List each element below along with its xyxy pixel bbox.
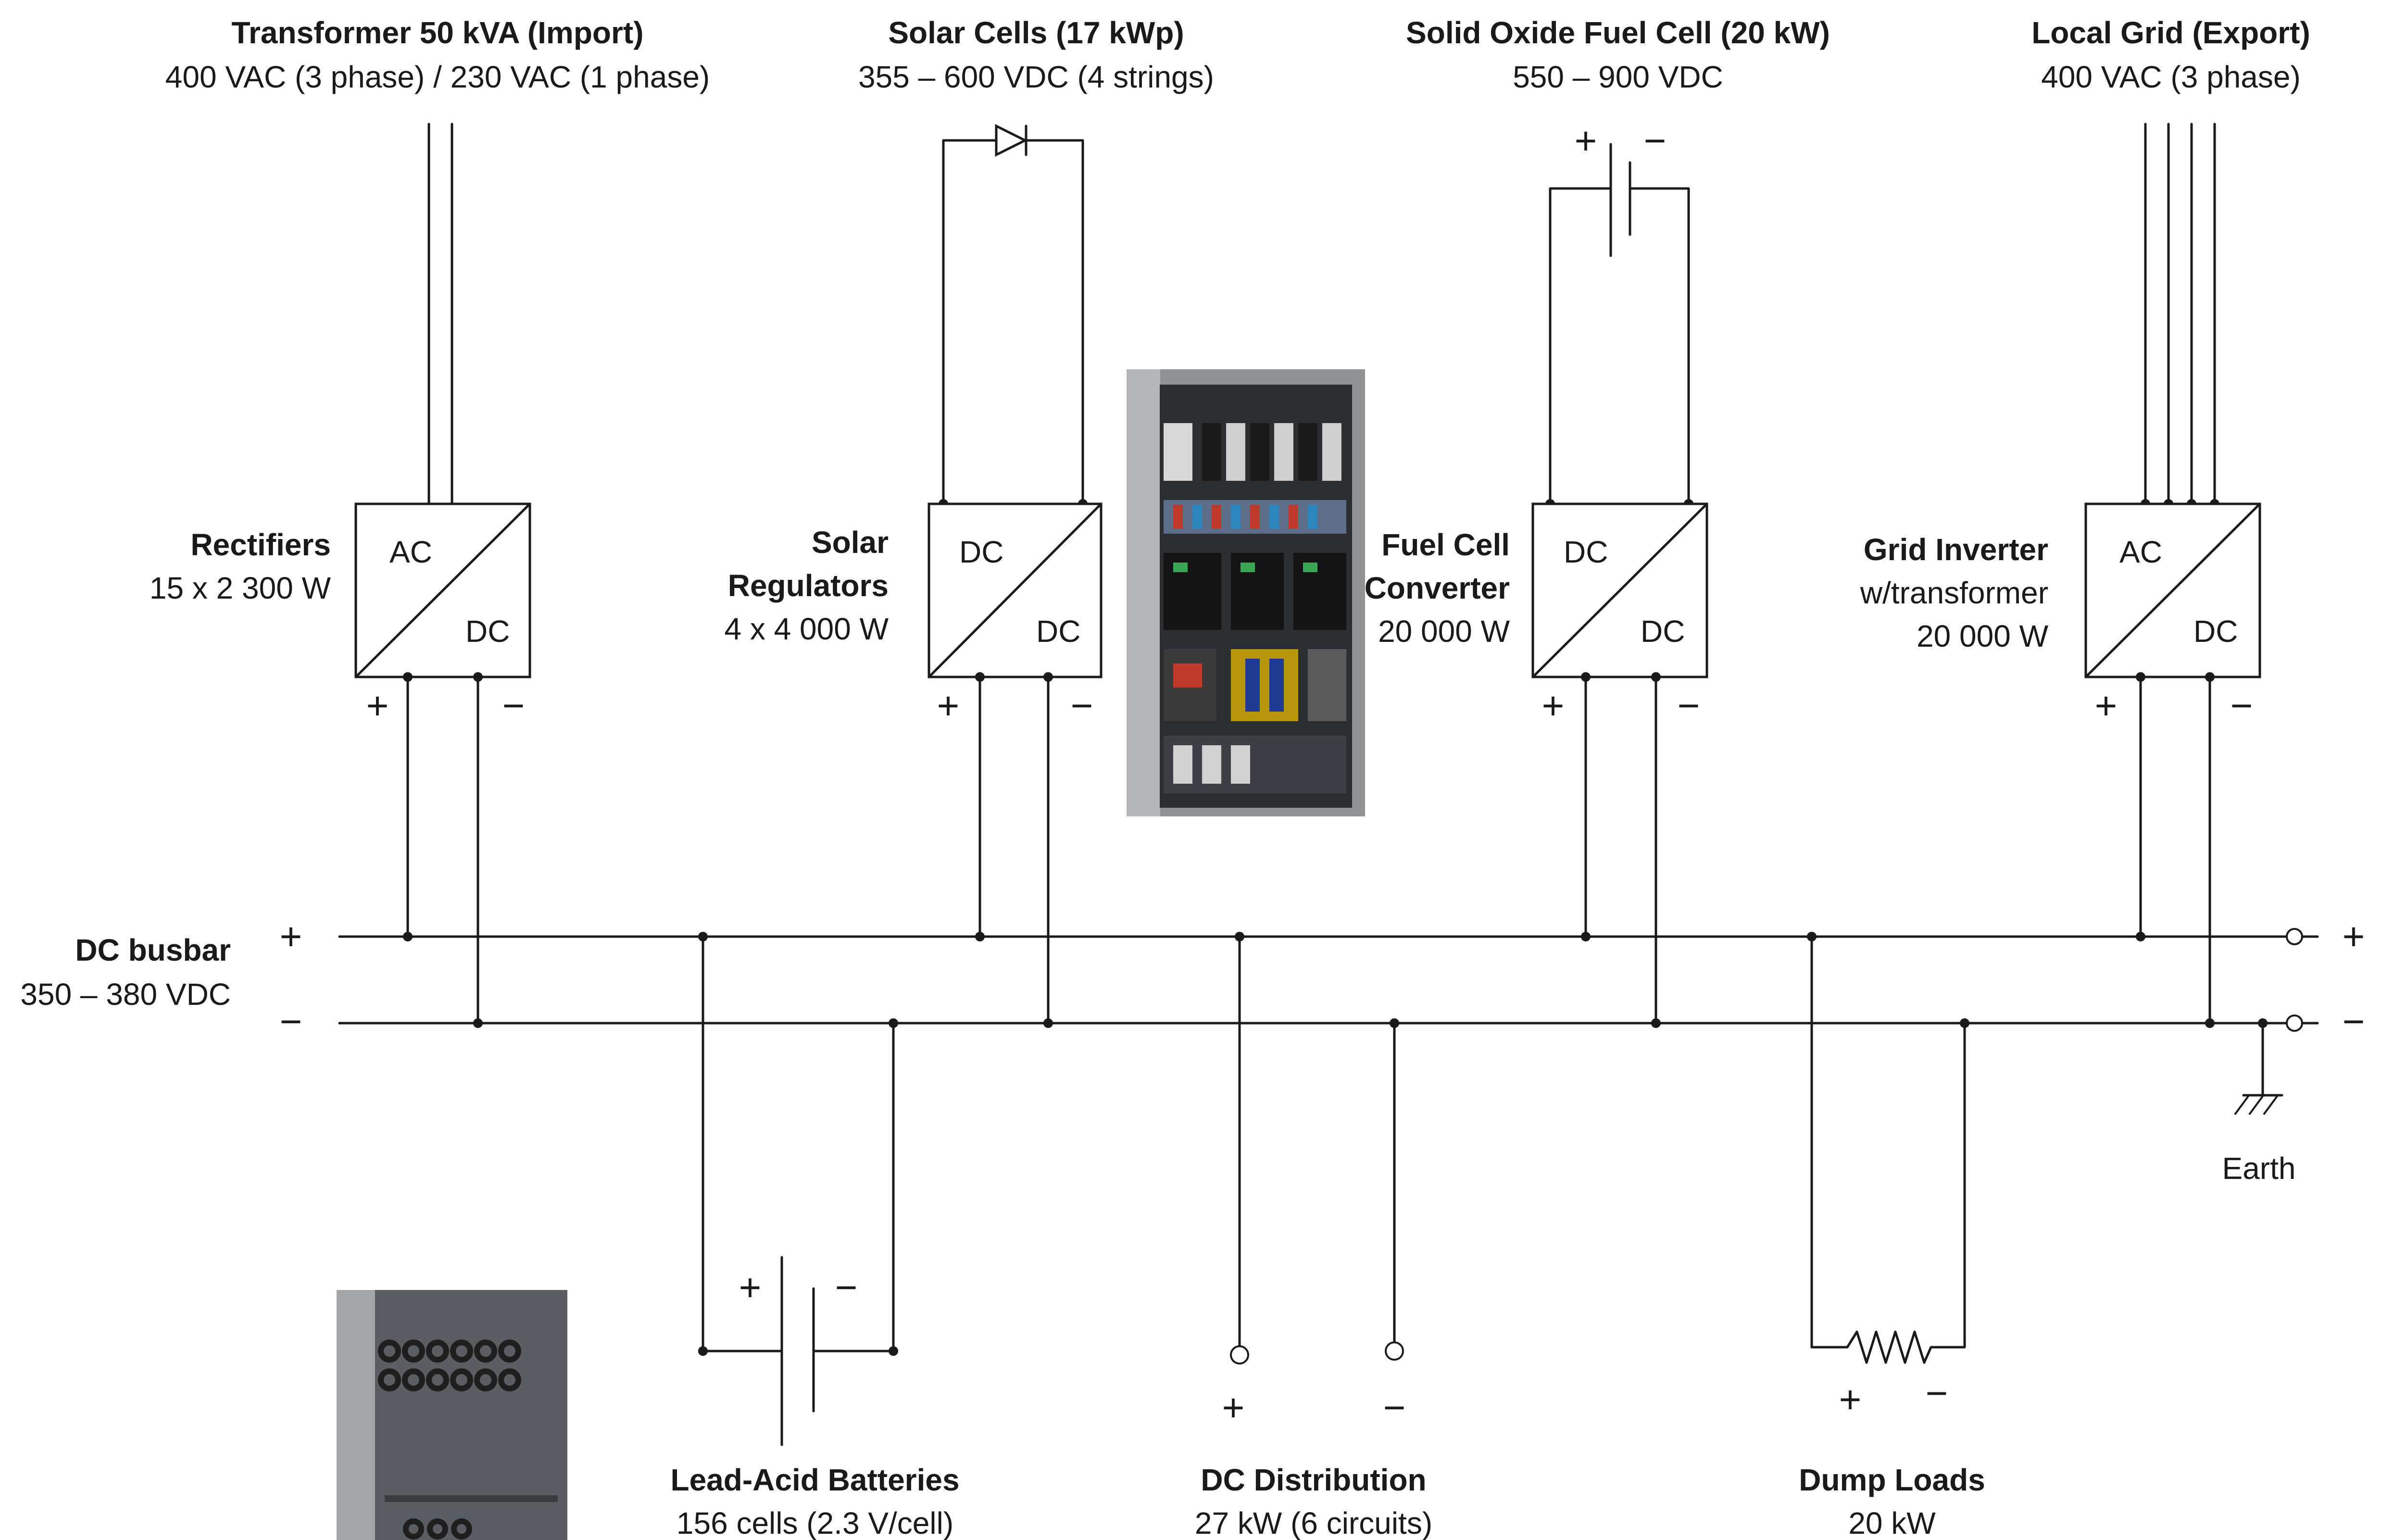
junction-dot — [1581, 932, 1591, 941]
fuelcell-loop — [1549, 187, 1612, 505]
grid-inverter-note: w/transformer — [1860, 576, 2048, 610]
solar-regulator-name: Solar — [812, 525, 889, 560]
junction-dot — [403, 932, 413, 941]
rectifier-rating: 15 x 2 300 W — [150, 571, 331, 605]
junction-dot — [1581, 672, 1591, 682]
solar-subtitle: 355 – 600 VDC (4 strings) — [858, 60, 1214, 94]
solar-regulator-name: Regulators — [728, 568, 889, 603]
diode-symbol — [995, 124, 1028, 157]
fuelcell-converter-minus-sign: − — [1678, 684, 1700, 727]
junction-dot — [2136, 672, 2145, 682]
grid-inverter-box: AC DC — [2084, 502, 2261, 678]
grid-inverter-rating: 20 000 W — [1917, 619, 2049, 653]
rectifier-out-label: DC — [465, 614, 510, 649]
battery-detail: 156 cells (2.3 V/cell) — [677, 1506, 953, 1540]
earth-hatch — [2234, 1095, 2249, 1115]
busbar-minus-sign-right: − — [2343, 1000, 2365, 1043]
distribution-minus-sign: − — [1383, 1386, 1406, 1429]
dump-load-detail: 20 kW — [1848, 1506, 1936, 1540]
junction-dot — [1651, 1018, 1661, 1028]
earth-hatch — [2263, 1095, 2278, 1115]
junction-dot — [473, 1018, 483, 1028]
grid-inverter-out-label: DC — [2193, 614, 2238, 649]
solar-title: Solar Cells (17 kWp) — [888, 15, 1184, 50]
rectifier-in-label: AC — [389, 535, 432, 569]
busbar-voltage: 350 – 380 VDC — [20, 977, 231, 1012]
fuelcell-plus-sign: + — [1575, 119, 1597, 162]
solar-regulator-plus-sign: + — [937, 684, 960, 727]
fuelcell-subtitle: 550 – 900 VDC — [1513, 60, 1723, 94]
junction-dot — [889, 1346, 898, 1356]
solar-regulator-minus-sign: − — [1071, 684, 1093, 727]
battery-minus-sign: − — [835, 1266, 858, 1309]
junction-dot — [698, 1346, 708, 1356]
grid-inverter-minus-sign: − — [2231, 684, 2253, 727]
earth-label: Earth — [2222, 1151, 2296, 1186]
junction-dot — [2205, 1018, 2215, 1028]
junction-dot — [1651, 672, 1661, 682]
busbar-negative-terminal — [2286, 1014, 2303, 1032]
grid-inverter-plus-sign: + — [2095, 684, 2118, 727]
fuelcell-converter-in-label: DC — [1564, 535, 1608, 569]
junction-dot — [473, 672, 483, 682]
grid-subtitle: 400 VAC (3 phase) — [2041, 60, 2301, 94]
grid-inverter-in-label: AC — [2119, 535, 2162, 569]
fuelcell-minus-sign: − — [1644, 119, 1667, 162]
transformer-subtitle: 400 VAC (3 phase) / 230 VAC (1 phase) — [165, 60, 710, 94]
distribution-plus-sign: + — [1222, 1386, 1245, 1429]
distribution-detail: 27 kW (6 circuits) — [1195, 1506, 1432, 1540]
busbar-plus-sign-left: + — [280, 915, 302, 958]
rectifier-minus-sign: − — [502, 684, 525, 727]
junction-dot — [975, 672, 985, 682]
distribution-plus-terminal — [1230, 1345, 1249, 1365]
fuelcell-converter-box: DC DC — [1531, 502, 1708, 678]
solar-string-loop — [942, 139, 1084, 505]
fuelcell-converter-plus-sign: + — [1542, 684, 1565, 727]
dump-load-name: Dump Loads — [1799, 1463, 1985, 1497]
dump-load-plus-sign: + — [1839, 1378, 1862, 1421]
busbar-plus-sign-right: + — [2343, 915, 2365, 958]
busbar-name: DC busbar — [75, 933, 231, 967]
earth-hatch — [2248, 1095, 2264, 1115]
rectifier-box: AC DC — [354, 502, 531, 678]
junction-dot — [975, 932, 985, 941]
distribution-minus-terminal — [1385, 1341, 1404, 1361]
control-cabinet-photo — [1127, 369, 1365, 816]
solar-regulator-out-label: DC — [1036, 614, 1080, 649]
junction-dot — [1043, 1018, 1053, 1028]
solar-regulator-in-label: DC — [959, 535, 1003, 569]
busbar-minus-sign-left: − — [280, 1000, 302, 1043]
solar-regulator-rating: 4 x 4 000 W — [725, 612, 889, 646]
rectifier-plus-sign: + — [366, 684, 389, 727]
busbar-positive-terminal — [2286, 928, 2303, 945]
fuelcell-converter-name: Fuel Cell — [1381, 527, 1510, 562]
grid-inverter-name: Grid Inverter — [1864, 532, 2048, 567]
distribution-name: DC Distribution — [1201, 1463, 1426, 1497]
fuelcell-loop — [1629, 187, 1690, 505]
grid-title: Local Grid (Export) — [2031, 15, 2310, 50]
battery-rack-photo — [337, 1290, 567, 1540]
fuelcell-converter-rating: 20 000 W — [1378, 614, 1510, 649]
junction-dot — [403, 672, 413, 682]
fuelcell-converter-out-label: DC — [1641, 614, 1685, 649]
dump-load-circuit — [1810, 935, 1966, 1364]
fuelcell-title: Solid Oxide Fuel Cell (20 kW) — [1406, 15, 1830, 50]
dump-load-minus-sign: − — [1926, 1372, 1948, 1415]
fuelcell-converter-name: Converter — [1365, 571, 1510, 605]
rectifier-name: Rectifiers — [190, 527, 331, 562]
solar-regulator-box: DC DC — [927, 502, 1103, 678]
junction-dot — [2136, 932, 2145, 941]
junction-dot — [2205, 672, 2215, 682]
junction-dot — [1043, 672, 1053, 682]
transformer-title: Transformer 50 kVA (Import) — [231, 15, 643, 50]
battery-plus-sign: + — [739, 1266, 762, 1309]
battery-name: Lead-Acid Batteries — [670, 1463, 959, 1497]
